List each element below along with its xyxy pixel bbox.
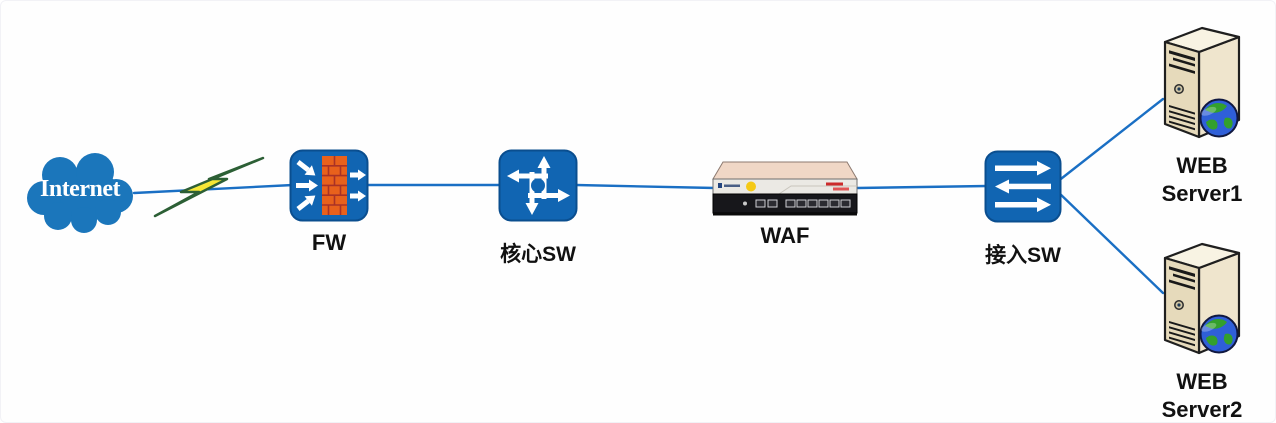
core-switch-icon (498, 149, 578, 227)
waf-appliance-icon (709, 159, 861, 222)
firewall-label: FW (311, 230, 347, 255)
access-switch-icon (984, 150, 1062, 228)
web-server2-label-line2: Server2 (1161, 397, 1243, 422)
edge-coresw-waf (574, 183, 717, 190)
access-switch-label: 接入SW (985, 244, 1061, 267)
node-waf: WAF (701, 159, 869, 249)
web-server1-label-line1: WEB (1176, 153, 1228, 178)
waf-label: WAF (760, 223, 810, 248)
node-web-server1: WEB Server1 (1147, 23, 1257, 208)
web-server1-label-line2: Server1 (1161, 181, 1243, 206)
web-server2-label-line1: WEB (1176, 369, 1228, 394)
node-access-switch: 接入SW (965, 150, 1081, 269)
web-server2-label: WEB Server2 (1161, 368, 1243, 422)
web-server-icon (1152, 239, 1252, 360)
node-internet: Internet (23, 148, 137, 236)
web-server1-label: WEB Server1 (1162, 152, 1243, 208)
edge-internet-fw (132, 183, 295, 195)
internet-label: Internet (40, 175, 120, 202)
lightning-bolt-icon (151, 156, 267, 224)
node-web-server2: WEB Server2 (1147, 239, 1257, 422)
edge-accesssw-server2 (1055, 189, 1165, 295)
node-core-switch: 核心SW (480, 149, 596, 268)
firewall-icon (289, 149, 369, 227)
edge-waf-accesssw (855, 184, 989, 190)
node-firewall: FW (271, 149, 387, 256)
edge-accesssw-server1 (1055, 97, 1165, 184)
web-server-icon (1152, 23, 1252, 144)
core-switch-label: 核心SW (500, 243, 576, 266)
